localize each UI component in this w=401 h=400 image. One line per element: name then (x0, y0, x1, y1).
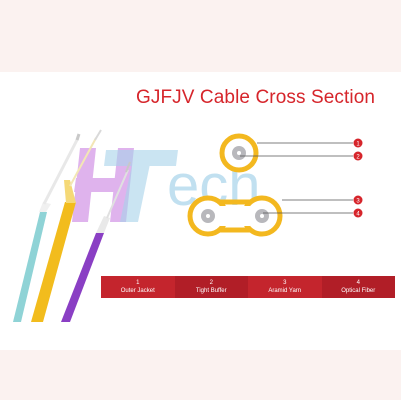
legend-label: Optical Fiber (341, 288, 376, 294)
svg-text:4: 4 (356, 212, 360, 218)
marker-4: 4 (353, 208, 363, 218)
marker-3: 3 (353, 195, 363, 205)
legend-number: 1 (136, 280, 140, 286)
legend-item-outer-jacket: 1 Outer Jacket (101, 276, 175, 298)
legend-item-tight-buffer: 2 Tight Buffer (174, 276, 248, 298)
svg-text:1: 1 (356, 142, 360, 148)
simplex-cross-section (219, 133, 259, 173)
marker-2: 2 (353, 151, 363, 161)
purple-cable (61, 161, 131, 322)
legend-label: Outer Jacket (120, 288, 155, 294)
legend-item-optical-fiber: 4 Optical Fiber (321, 276, 395, 298)
legend-number: 4 (356, 280, 360, 286)
legend-number: 2 (209, 280, 213, 286)
duplex-cross-section (187, 195, 283, 237)
top-background-band (0, 0, 401, 72)
marker-1: 1 (353, 138, 363, 148)
legend-label: Tight Buffer (195, 288, 227, 294)
aqua-cable (13, 133, 81, 322)
legend-bar: 1 Outer Jacket 2 Tight Buffer 3 Aramid Y… (101, 276, 395, 298)
watermark-t-letter (104, 150, 178, 222)
svg-text:3: 3 (356, 199, 360, 205)
leader-lines (240, 142, 353, 214)
page-title: GJFJV Cable Cross Section (136, 87, 376, 108)
legend-number: 3 (283, 280, 287, 286)
bottom-background-band (0, 350, 401, 400)
svg-text:2: 2 (356, 155, 360, 161)
yellow-cable (31, 129, 102, 322)
legend-label: Aramid Yarn (268, 288, 302, 294)
legend-item-aramid-yarn: 3 Aramid Yarn (248, 276, 322, 298)
